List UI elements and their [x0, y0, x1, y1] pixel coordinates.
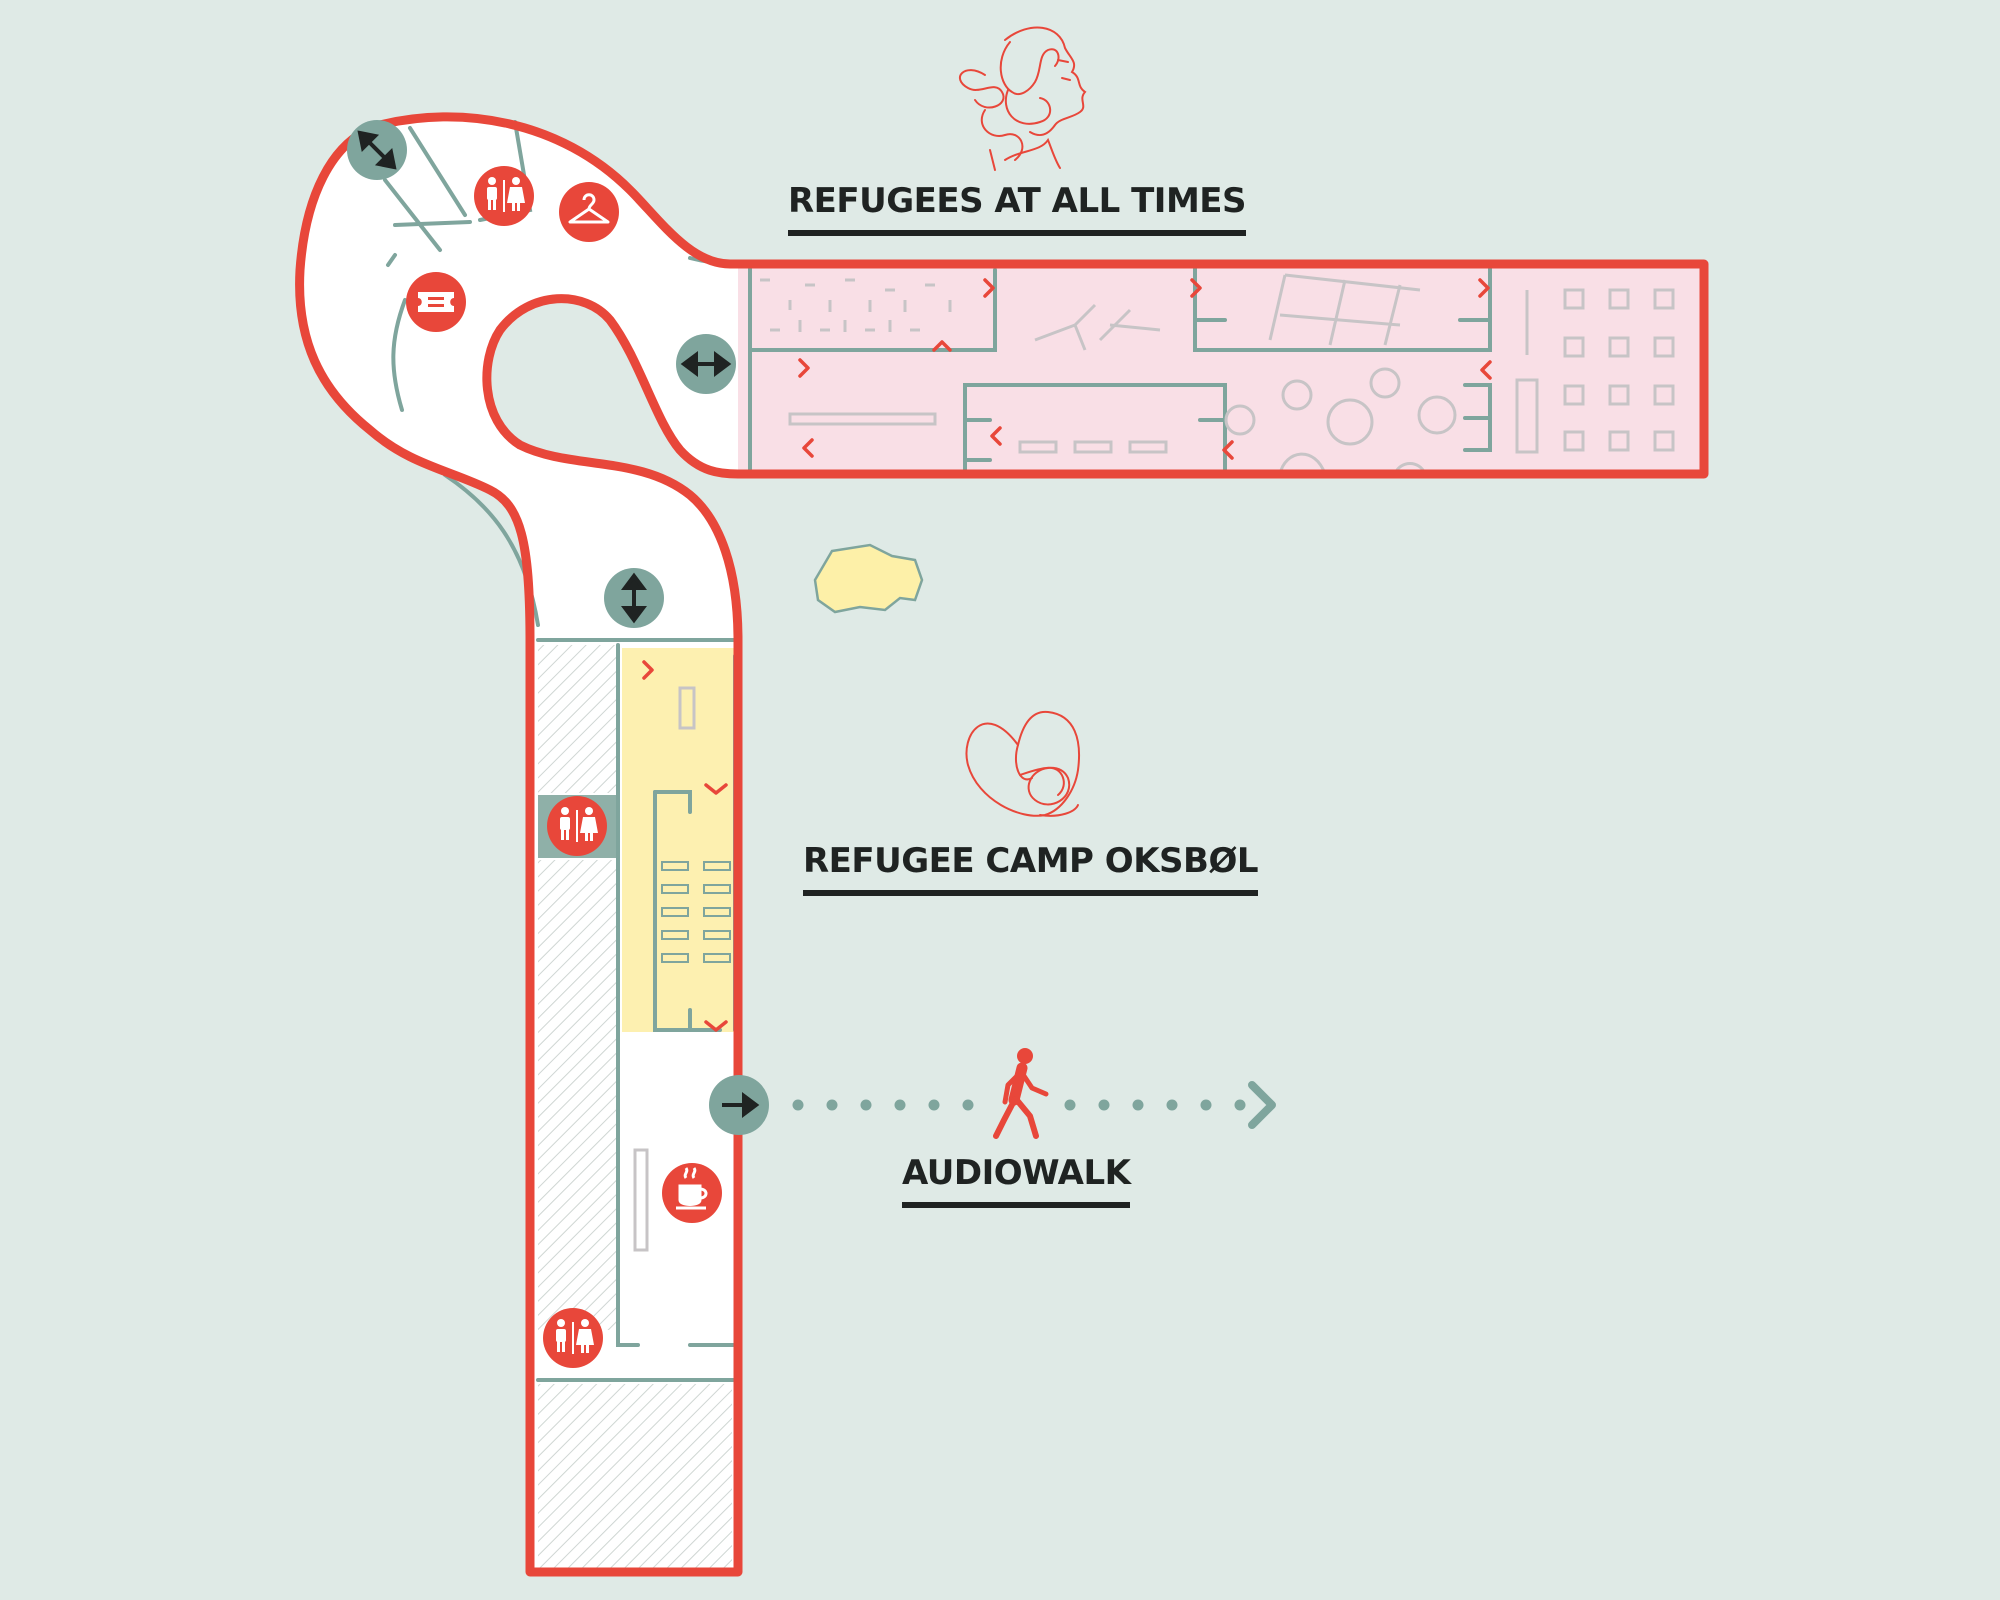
toilets-marker-foyer[interactable]	[474, 166, 534, 226]
heart-line-drawing-icon	[965, 710, 1081, 817]
diagonal-double-arrow-icon	[357, 130, 397, 170]
ticket-marker[interactable]	[406, 272, 466, 332]
wardrobe-marker[interactable]	[559, 182, 619, 242]
coffee-cup-icon	[676, 1167, 708, 1210]
vertical-double-arrow-icon	[621, 572, 647, 624]
right-arrow-icon	[722, 1092, 760, 1118]
building-floor	[299, 116, 1704, 1572]
service-area-hatched	[538, 645, 616, 793]
service-area-hatched-2	[538, 860, 616, 1330]
cafe-marker[interactable]	[662, 1163, 722, 1223]
yellow-room-shelves	[661, 861, 731, 963]
section-title-audiowalk[interactable]: AUDIOWALK	[902, 1156, 1131, 1208]
exhibition-wing-refugees-at-all-times[interactable]	[738, 264, 1704, 474]
audiowalk-exit-marker[interactable]	[709, 1075, 769, 1135]
toilets-marker-corridor[interactable]	[547, 796, 607, 856]
audiowalk-dotted-path	[792, 1099, 1246, 1111]
ticket-icon	[418, 292, 454, 312]
direction-arrows	[642, 278, 1492, 1032]
foyer-curved-corridor	[299, 116, 738, 1572]
exhibition-furniture	[633, 273, 1675, 1252]
storage-area-hatched	[538, 1384, 732, 1570]
face-line-drawing-icon	[958, 26, 1087, 171]
toilet-icon	[560, 807, 598, 842]
walking-person-icon	[993, 1048, 1049, 1139]
audiowalk-path-arrowhead	[1248, 1081, 1276, 1129]
coat-hanger-icon	[568, 193, 610, 224]
building-outline	[295, 112, 1709, 1577]
horizontal-double-arrow-icon	[680, 351, 732, 377]
elevator-horizontal-marker[interactable]	[676, 334, 736, 394]
toilets-marker-lower[interactable]	[543, 1308, 603, 1368]
outdoor-pond	[813, 543, 924, 614]
elevator-diagonal-marker[interactable]	[347, 120, 407, 180]
toilet-icon	[556, 1319, 594, 1354]
section-title-refugees-at-all-times[interactable]: REFUGEES AT ALL TIMES	[788, 184, 1247, 236]
section-title-refugee-camp-oksbol[interactable]: REFUGEE CAMP OKSBØL	[803, 844, 1259, 896]
toilet-icon	[487, 177, 525, 212]
elevator-vertical-marker[interactable]	[604, 568, 664, 628]
